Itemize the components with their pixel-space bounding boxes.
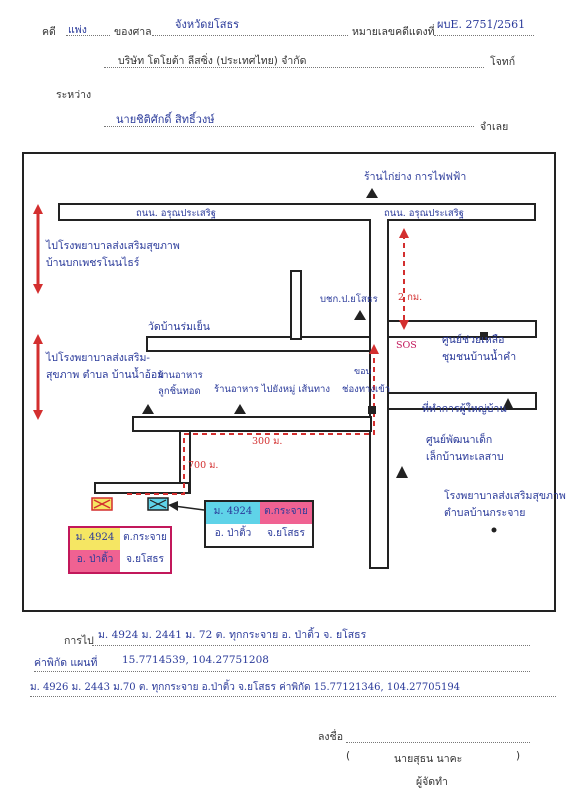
legend-right-district: อ. ป่าติ้ว	[214, 528, 252, 539]
route-segment-2	[124, 349, 375, 495]
route-arrow-3	[369, 344, 379, 354]
route-value: ม. 4924 ม. 2441 ม. 72 ต. ทุกกระจาย อ. ป่…	[98, 629, 367, 641]
village-head-label: ที่ทำการผู้ใหญ่บ้าน	[422, 403, 507, 415]
mart-c-marker-icon	[368, 406, 376, 414]
child-center-label: ศูนย์พัฒนาเด็ก เล็กบ้านทะเลสาบ	[426, 434, 504, 463]
road-temple	[146, 336, 371, 352]
legend-left-village-no: ม. 4924	[70, 528, 120, 550]
signature-label: ลงชื่อ	[318, 731, 343, 743]
distance-2km: 2 กม.	[398, 292, 423, 303]
defendant-role: จำเลย	[480, 121, 509, 133]
legend-right-village-no: ม. 4924	[206, 502, 260, 524]
shop-marker-icon	[366, 188, 378, 198]
road-right-lower	[387, 392, 537, 410]
between-label: ระหว่าง	[56, 89, 92, 101]
mart-b-marker-icon	[234, 404, 246, 414]
plaintiff-name: บริษัท โตโยต้า ลีสซิ่ง (ประเทศไทย) จำกัด	[118, 55, 307, 67]
distance-300m: 300 ม.	[252, 436, 283, 447]
court-name: จังหวัดยโสธร	[175, 18, 240, 31]
legend-left-district: อ. ป่าติ้ว	[70, 550, 120, 572]
plaintiff-role: โจทก์	[490, 56, 516, 68]
case-number-label: หมายเลขคดีแดงที่	[352, 26, 435, 38]
distance-700m: 700 ม.	[188, 460, 219, 471]
defendant-name: นายชิติศักดิ์ สิทธิ์วงษ์	[116, 113, 215, 126]
map-frame: ถนน. อรุณประเสริฐ ถนน. อรุณประเสริฐ ร้าน…	[22, 152, 566, 612]
left-destination-lower: ไปโรงพยาบาลส่งเสริม- สุขภาพ ตำบล บ้านน้ำ…	[46, 352, 165, 381]
village-head-marker-icon	[502, 398, 514, 410]
court-label: ของศาล	[114, 26, 152, 38]
left-destination-upper: ไปโรงพยาบาลส่งเสริมสุขภาพ บ้านบกเพชรโนนไ…	[46, 240, 180, 269]
child-center-marker-icon	[396, 466, 408, 478]
mart-a-marker-icon	[142, 404, 154, 414]
legend-left-subdistrict: ต.กระจาย	[123, 532, 167, 543]
road-market	[132, 416, 372, 432]
route-arrow-up	[399, 228, 409, 238]
km-marker-label: ขอบ	[354, 367, 372, 377]
hospital-right-label: โรงพยาบาลส่งเสริมสุขภาพ ตำบลบ้านกระจาย	[444, 490, 566, 519]
legend-box-left: ม. 4924 ต.กระจาย อ. ป่าติ้ว จ.ยโสธร	[68, 526, 172, 574]
legend-pointer-line	[173, 505, 205, 511]
signer-name: นายสุธน นาคะ	[394, 753, 463, 765]
sos-label: SOS	[396, 340, 417, 351]
coordinate-value: 15.7714539, 104.27751208	[122, 654, 269, 666]
road-label-top-left: ถนน. อรุณประเสริฐ	[136, 208, 217, 219]
police-marker-icon	[354, 310, 366, 320]
police-label: บชก.ป.ยโสธร	[320, 294, 378, 305]
road-right-upper	[387, 320, 537, 338]
case-number: ผบE. 2751/2561	[437, 18, 526, 31]
health-center-marker-icon	[480, 332, 488, 340]
case-label: คดี	[42, 26, 56, 38]
signer-open-paren: (	[346, 750, 351, 762]
legend-right-province: จ.ยโสธร	[267, 528, 305, 539]
legend-right-subdistrict: ต.กระจาย	[260, 502, 312, 524]
signer-role: ผู้จัดทำ	[416, 776, 448, 788]
legend-box-right: ม. 4924 ต.กระจาย อ. ป่าติ้ว จ.ยโสธร	[204, 500, 314, 548]
health-center-label: ศูนย์ช่วยเหลือ ชุมชนบ้านน้ำคำ	[442, 334, 517, 363]
road-temple-branch	[290, 270, 302, 340]
mart-a-label: ร้านอาหาร ลูกชิ้นทอด	[158, 370, 203, 397]
shop-label: ร้านไก่ย่าง การไฟฟฟ้า	[364, 171, 467, 183]
road-label-top-right: ถนน. อรุณประเสริฐ	[384, 208, 465, 219]
road-to-house	[94, 482, 190, 494]
temple-label: วัดบ้านร่มเย็น	[148, 321, 210, 333]
case-type: แพ่ง	[68, 24, 87, 36]
coordinate-label: ค่าพิกัด แผนที่	[34, 657, 98, 669]
route-arrow-down	[399, 320, 409, 330]
address-line: ม. 4926 ม. 2443 ม.70 ต. ทุกกระจาย อ.ป่าต…	[30, 682, 461, 693]
road-arun-prasert	[58, 203, 536, 221]
legend-left-province: จ.ยโสธร	[126, 554, 164, 565]
map-overlay	[33, 188, 514, 533]
hospital-right-marker-icon	[491, 527, 497, 533]
route-label: การไป	[64, 635, 94, 647]
signer-close-paren: )	[516, 750, 521, 762]
mart-b-label: ร้านอาหาร ไปยังหมู่ เส้นทาง	[214, 384, 331, 395]
mart-c-label: ช่องทางเข้า	[342, 384, 391, 395]
